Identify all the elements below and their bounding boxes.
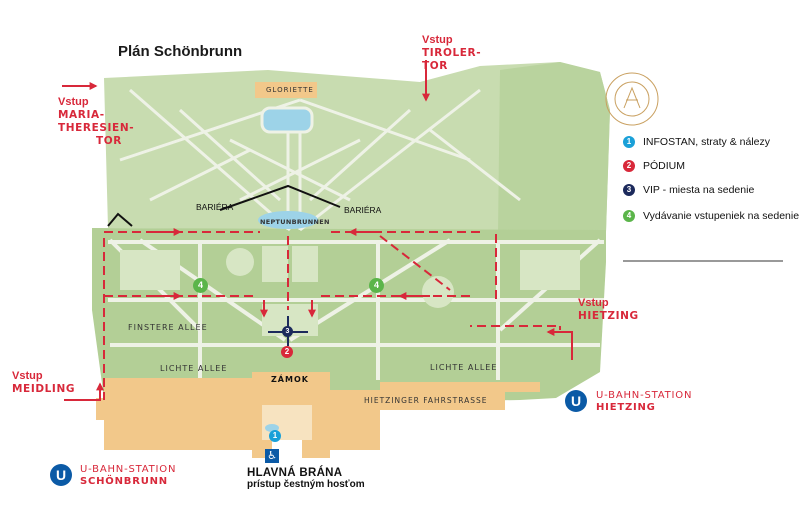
main-gate-title: HLAVNÁ BRÁNA [247,467,343,479]
podium-marker[interactable]: 2 [281,346,293,358]
barrier-line [219,184,341,211]
lichte-allee-right-label: LICHTE ALLEE [430,363,498,372]
entrance-maria-theresien: Vstup MARIA- THERESIEN- TOR [58,96,134,148]
lower-garden-area [92,228,606,402]
finstere-allee-label: FINSTERE ALLEE [128,323,208,332]
parterre-beds [120,246,580,336]
palace-buildings [96,372,540,458]
legend-text: Vydávanie vstupeniek na sedenie [643,210,800,223]
legend-item: 2 PÓDIUM [623,160,685,174]
barrier-line-small [107,212,133,227]
barrier-label-right: BARIÉRA [344,205,382,215]
entrance-name: MEIDLING [12,383,76,395]
legend-text: INFOSTAN, straty & nálezy [643,136,770,149]
map-title: Plán Schönbrunn [118,43,243,60]
upper-park-area [104,62,610,232]
entrance-meidling: Vstup MEIDLING [12,370,75,396]
neptune-fountain [258,211,318,229]
entrance-name: TIROLER- [422,47,482,59]
palace-label: ZÁMOK [271,375,309,384]
ubahn-station-label: U-BAHN-STATION [80,464,177,475]
entrance-label: Vstup [12,370,43,382]
legend-marker: 4 [623,210,635,223]
entrance-name: MARIA- [58,109,105,121]
ubahn-schonbrunn-label: U-BAHN-STATION SCHÖNBRUNN [80,464,176,488]
ubahn-hietzing-icon: U [565,390,587,412]
ticket-marker-right[interactable]: 4 [369,278,384,293]
entrance-label: Vstup [578,297,609,309]
wheelchair-icon: ♿ [265,449,279,463]
legend-marker: 1 [623,136,635,149]
legend-item: 3 VIP - miesta na sedenie [623,184,754,198]
legend-item: 1 INFOSTAN, straty & nálezy [623,136,770,150]
legend-marker: 2 [623,160,635,173]
hietzinger-fahrstrasse-label: HIETZINGER FAHRSTRASSE [364,396,488,405]
ubahn-station-name: HIETZING [596,402,656,413]
entrance-tiroler: Vstup TIROLER- TOR [422,34,481,73]
entrance-label: Vstup [422,34,453,46]
lichte-allee-left-label: LICHTE ALLEE [160,364,228,373]
gloriette-pond [260,106,314,134]
entrance-name: THERESIEN- [58,122,135,134]
ubahn-station-label: U-BAHN-STATION [596,390,693,401]
ubahn-station-name: SCHÖNBRUNN [80,476,168,487]
main-gate-label: HLAVNÁ BRÁNA prístup čestným hosťom [247,467,365,490]
wiener-philharmoniker-logo [605,72,659,126]
legend-marker: 3 [623,184,635,197]
entrance-name: TOR [422,60,448,72]
neptunbrunnen-label: NEPTUNBRUNNEN [260,218,330,226]
entrance-name: HIETZING [578,310,639,322]
legend-text: PÓDIUM [643,160,685,173]
ubahn-schonbrunn-icon: U [50,464,72,486]
ticket-marker-left[interactable]: 4 [193,278,208,293]
entrance-name: TOR [96,135,122,147]
gloriette-building [255,82,317,98]
entrance-label: Vstup [58,96,89,108]
gloriette-label: GLORIETTE [266,86,314,94]
main-gate-subtitle: prístup čestným hosťom [247,479,365,490]
legend-text: VIP - miesta na sedenie [643,184,755,197]
entrance-arrows [62,60,573,401]
entrance-hietzing: Vstup HIETZING [578,297,639,323]
barrier-label-left: BARIÉRA [196,202,234,212]
menagerie-area [498,62,610,232]
legend-item: 4 Vydávanie vstupeniek na sedenie [623,210,799,224]
ubahn-hietzing-label: U-BAHN-STATION HIETZING [596,390,692,414]
infostand-marker[interactable]: 1 [269,430,281,442]
vip-marker[interactable]: 3 [282,326,293,337]
